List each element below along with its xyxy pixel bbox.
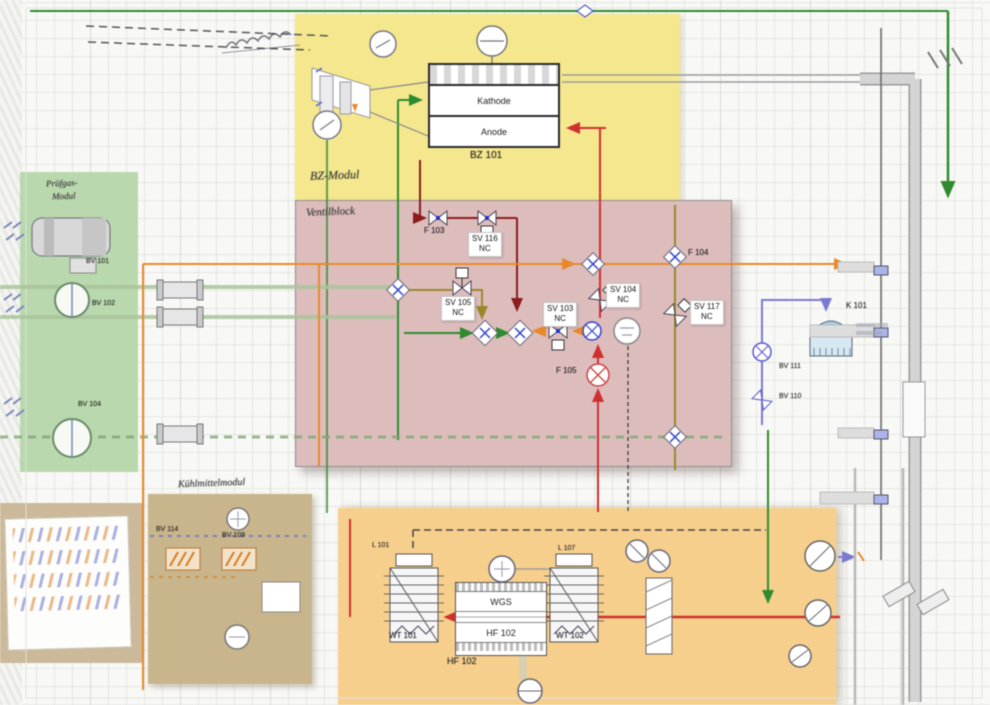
- stack-plates: [430, 65, 558, 86]
- valve-state: NC: [701, 312, 713, 322]
- label-l101: L 101: [372, 542, 390, 549]
- label-f104: F 104: [688, 248, 709, 257]
- bz-module-title: BZ-Modul: [309, 167, 360, 183]
- label-sv117: SV 117 NC: [690, 300, 724, 325]
- block-test-gas-module[interactable]: [20, 172, 138, 472]
- valve-tag: SV 105: [445, 298, 472, 307]
- panel-row: [13, 571, 123, 589]
- label-f105: F 105: [556, 366, 577, 375]
- cabinet-panel: [4, 515, 132, 651]
- stack-anode-row: Anode: [480, 126, 508, 137]
- wall-feedthroughs: [809, 261, 889, 505]
- valve-state: NC: [554, 314, 566, 324]
- vessel-level-indicator: [456, 612, 546, 623]
- angled-fittings: [882, 580, 950, 616]
- vessel-top-label: WGS: [456, 592, 546, 612]
- valve-state: NC: [452, 308, 464, 318]
- panel-row: [12, 525, 121, 543]
- valve-state: NC: [479, 244, 491, 254]
- valve-tag: SV 116: [472, 234, 498, 243]
- block-valve-block[interactable]: [295, 200, 732, 467]
- label-vessel-tag: HF 102: [447, 656, 477, 666]
- quick-coupling[interactable]: [156, 306, 204, 328]
- coolant-module-title: Kühlmittelmodul: [177, 476, 246, 491]
- block-coolant-module[interactable]: [148, 494, 312, 684]
- label-bv101: BV 101: [86, 258, 109, 265]
- quick-coupling[interactable]: [156, 423, 204, 445]
- block-cabinet[interactable]: [0, 503, 142, 663]
- chiller-k101[interactable]: [809, 320, 853, 357]
- solenoid-valve-bv110[interactable]: [751, 389, 773, 411]
- panel-row: [14, 594, 123, 612]
- vessel-flange-bottom: [456, 642, 546, 651]
- stack-tag: BZ 101: [470, 150, 503, 161]
- label-sv105: SV 105 NC: [441, 296, 476, 321]
- label-bv114: BV 114: [156, 526, 179, 533]
- label-wt101: WT 101: [389, 631, 417, 640]
- label-f103: F 103: [424, 226, 445, 235]
- valve-tag: SV 103: [547, 304, 574, 313]
- label-wt102: WT 102: [556, 631, 584, 640]
- label-bv110: BV 110: [779, 393, 802, 400]
- valve-state: NC: [617, 295, 629, 305]
- wgs-vessel[interactable]: WGS HF 102: [455, 582, 547, 656]
- valve-block-title: Ventilblock: [305, 205, 356, 219]
- test-gas-title-line2: Modul: [51, 190, 76, 202]
- label-bv104: BV 104: [78, 401, 101, 408]
- label-l107: L 107: [558, 545, 576, 552]
- label-bv109: BV 109: [222, 532, 245, 539]
- label-k101: K 101: [846, 301, 867, 310]
- valve-tag: SV 104: [610, 285, 637, 294]
- label-sv104: SV 104 NC: [606, 283, 641, 308]
- vessel-bottom-label: HF 102: [486, 627, 516, 638]
- quick-coupling[interactable]: [156, 279, 204, 301]
- junction-box: [902, 381, 926, 438]
- valve-tag: SV 117: [694, 302, 720, 311]
- label-sv116: SV 116 NC: [468, 232, 502, 257]
- k101-spec-line: [856, 323, 888, 327]
- k101-spec-line: [856, 331, 882, 335]
- label-bv111: BV 111: [779, 363, 801, 370]
- block-process-module[interactable]: [338, 508, 836, 705]
- panel-row: [13, 548, 122, 566]
- label-bv102: BV 102: [92, 300, 115, 307]
- vessel-flange-top: [456, 583, 546, 592]
- stack-cathode-row: Kathode: [430, 86, 558, 117]
- handwritten-annotation: [221, 31, 301, 54]
- label-sv103: SV 103 NC: [543, 302, 578, 327]
- ball-valve-bv111[interactable]: [752, 342, 772, 362]
- test-gas-title-line1: Prüfgas-: [45, 177, 78, 189]
- fuel-cell-stack[interactable]: Kathode Anode: [428, 63, 560, 148]
